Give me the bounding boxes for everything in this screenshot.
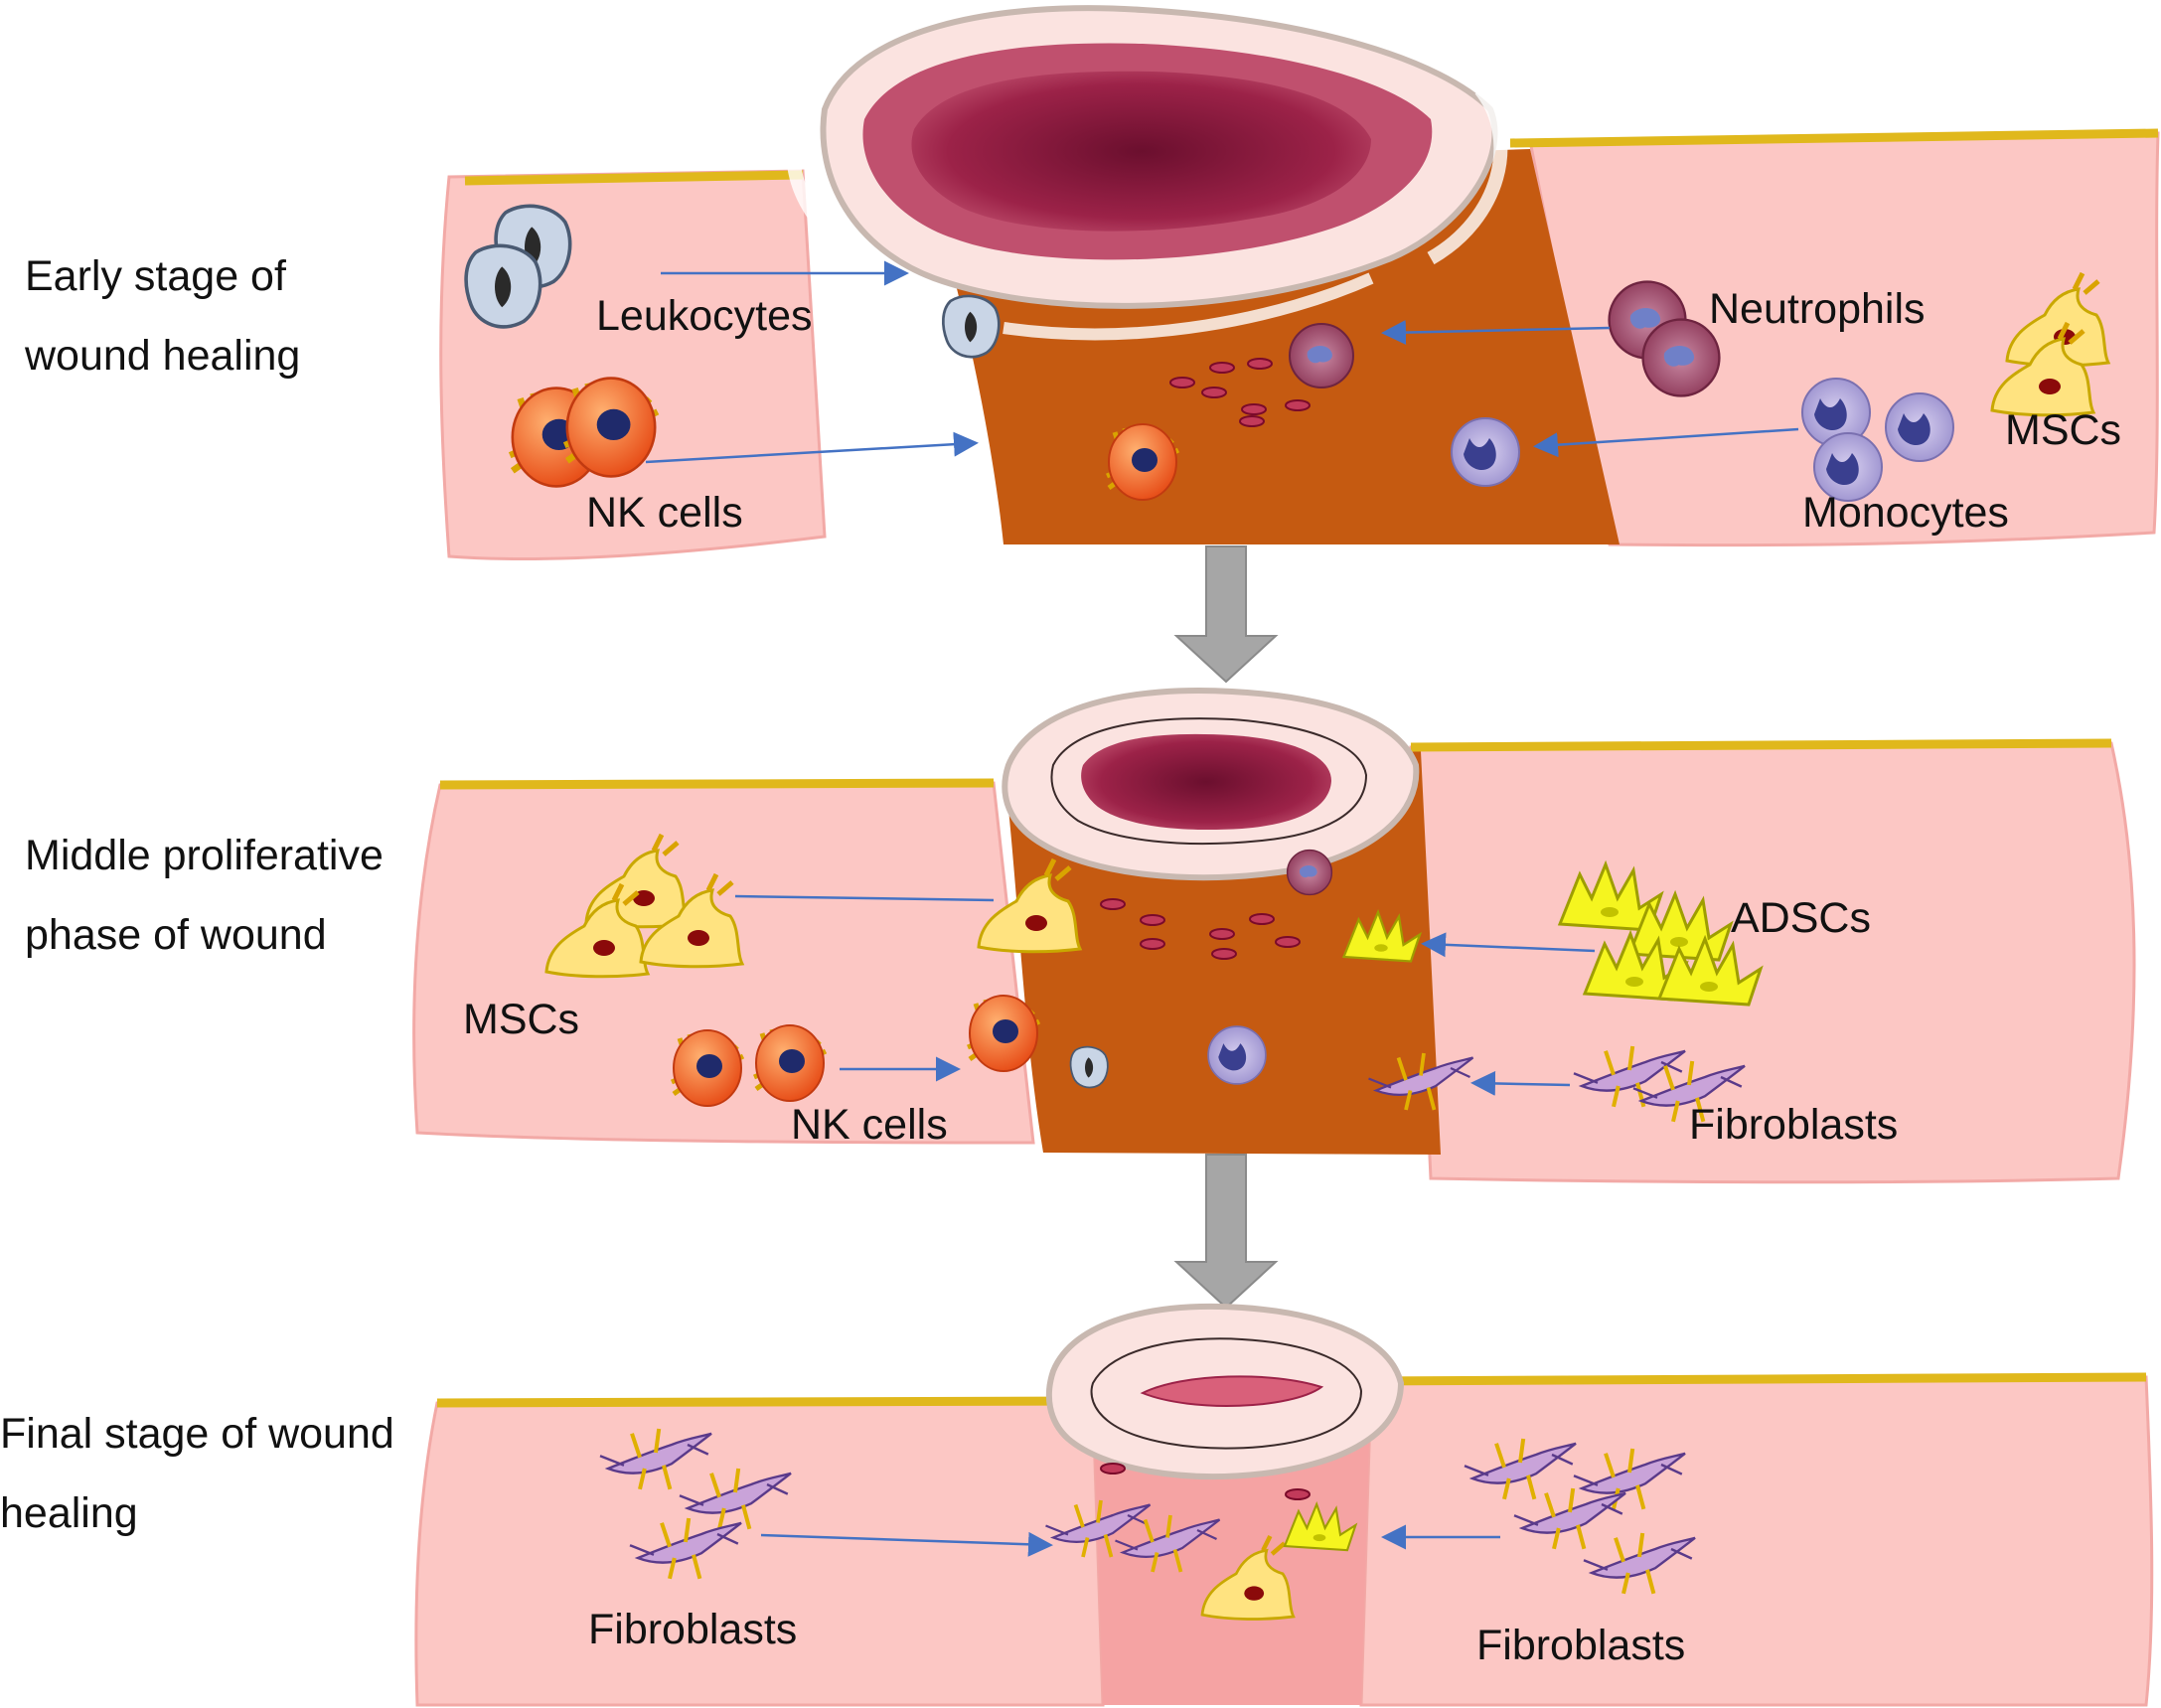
monocyte-icon	[1451, 417, 1520, 487]
rbc-icon	[1140, 914, 1165, 926]
leukocyte-icon	[941, 294, 1001, 359]
arrow-adscs	[1421, 932, 1596, 958]
rbc-icon	[1209, 362, 1235, 374]
skin-left	[414, 1399, 1105, 1707]
neutrophil-icon	[1641, 318, 1721, 397]
stage-arrow-1	[1173, 545, 1279, 684]
neutrophil-icon	[1286, 849, 1333, 896]
label-neutrophils: Neutrophils	[1709, 285, 1926, 333]
arrow-mscs	[734, 894, 995, 902]
stage-arrow-2	[1173, 1154, 1279, 1310]
nk-cell-icon	[672, 1030, 743, 1106]
label-leukocytes: Leukocytes	[596, 292, 813, 340]
stage-label-early-1: Early stage of	[25, 252, 287, 300]
epidermis-left	[464, 170, 804, 186]
arrow-nk	[645, 431, 979, 464]
rbc-icon	[1239, 415, 1265, 427]
stage-middle: Middle proliferative phase of wound MSCs…	[25, 687, 2136, 1184]
label-adscs: ADSCs	[1731, 894, 1871, 942]
skin-right	[1409, 741, 2136, 1184]
stage-label-early-2: wound healing	[24, 332, 300, 380]
label-fibroblasts-left: Fibroblasts	[588, 1606, 797, 1653]
rbc-icon	[1285, 399, 1311, 411]
skin-right	[1528, 131, 2160, 547]
rbc-icon	[1140, 938, 1165, 950]
rbc-icon	[1247, 358, 1273, 370]
rbc-icon	[1201, 387, 1227, 398]
rbc-icon	[1275, 936, 1301, 948]
label-fibroblasts: Fibroblasts	[1689, 1101, 1898, 1149]
stage-label-final-2: healing	[0, 1489, 138, 1537]
stage-label-middle-1: Middle proliferative	[25, 832, 384, 879]
label-nk-cells: NK cells	[586, 489, 743, 537]
monocyte-icon	[1885, 392, 1954, 462]
label-monocytes: Monocytes	[1802, 489, 2009, 537]
stage-final: Final stage of wound healing Fibroblasts…	[0, 1303, 2154, 1707]
rbc-icon	[1169, 377, 1195, 388]
label-mscs: MSCs	[463, 996, 579, 1043]
wound-crater	[1045, 1303, 1405, 1479]
stage-label-middle-2: phase of wound	[25, 911, 327, 959]
neutrophil-icon	[1289, 323, 1354, 388]
nk-cell-icon	[1107, 424, 1178, 500]
rbc-icon	[1241, 403, 1267, 415]
arrow-fibroblasts	[1470, 1070, 1571, 1096]
nk-cell-icon	[754, 1025, 826, 1101]
rbc-icon	[1209, 928, 1235, 940]
nk-cell-icon	[564, 379, 658, 477]
rbc-icon	[1285, 1488, 1311, 1500]
arrow-neutrophils	[1381, 320, 1611, 346]
wound-crater	[786, 5, 1508, 341]
label-mscs: MSCs	[2005, 406, 2121, 454]
epidermis-right	[1509, 128, 2159, 148]
rbc-icon	[1249, 913, 1275, 925]
label-nk-cells: NK cells	[791, 1101, 948, 1149]
arrow-monocytes	[1533, 427, 1799, 458]
nk-cell-icon	[968, 996, 1039, 1071]
epidermis-right	[1370, 1372, 2147, 1386]
stage-early: Early stage of wound healing Leukocytes …	[24, 5, 2160, 561]
wound-crater	[1002, 687, 1420, 881]
arrow-fibroblasts-left	[760, 1531, 1053, 1557]
rbc-icon	[1100, 1463, 1126, 1475]
label-fibroblasts-right: Fibroblasts	[1476, 1622, 1685, 1669]
rbc-icon	[1211, 948, 1237, 960]
leukocyte-icon	[1069, 1045, 1109, 1089]
leukocyte-icon	[464, 243, 542, 329]
monocyte-icon	[1207, 1025, 1267, 1085]
epidermis-left	[439, 778, 995, 790]
epidermis-right	[1410, 738, 2112, 752]
epidermis-left	[436, 1396, 1094, 1408]
stage-label-final-1: Final stage of wound	[0, 1410, 394, 1458]
rbc-icon	[1100, 898, 1126, 910]
